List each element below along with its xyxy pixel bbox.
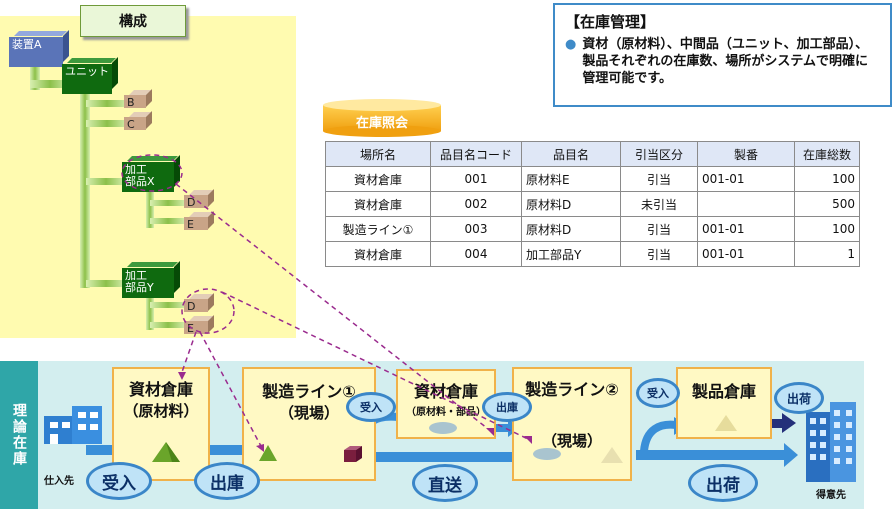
bom-node-d1: D [184, 190, 214, 208]
col-header: 製番 [698, 142, 795, 167]
inventory-table: 場所名 品目名コード 品目名 引当区分 製番 在庫総数 資材倉庫 001 原材料… [325, 141, 860, 267]
cell: 資材倉庫 [326, 192, 431, 217]
table-row[interactable]: 製造ライン① 003 原材料D 引当 001-01 100 [326, 217, 860, 242]
bom-stem [86, 178, 126, 185]
cell: 100 [795, 167, 860, 192]
info-box: 【在庫管理】 ● 資材（原材料）、中間品（ユニット、加工部品）、製品それぞれの在… [553, 3, 892, 107]
issue-badge: 出庫 [194, 462, 260, 500]
col-header: 場所名 [326, 142, 431, 167]
table-header-row: 場所名 品目名コード 品目名 引当区分 製番 在庫総数 [326, 142, 860, 167]
stage-title: 製造ライン② [514, 379, 630, 401]
material-pile-icon [258, 444, 278, 462]
inventory-title: 在庫照会 [322, 112, 442, 131]
bom-stem [86, 280, 126, 287]
bom-node-d2: D [184, 294, 214, 312]
part-disc-icon [532, 446, 562, 462]
ship-badge: 出荷 [688, 464, 758, 502]
bom-node-c: C [124, 112, 152, 130]
cell: 004 [431, 242, 522, 267]
stage-title: 資材倉庫 [114, 379, 208, 401]
bom-stem [150, 200, 186, 206]
bullet-icon: ● [565, 36, 576, 87]
table-row[interactable]: 資材倉庫 004 加工部品Y 引当 001-01 1 [326, 242, 860, 267]
bom-stem [150, 322, 186, 328]
cell: 引当 [621, 167, 698, 192]
material-pile-icon [150, 440, 182, 464]
issue-small-badge: 出庫 [482, 392, 532, 422]
cell: 製造ライン① [326, 217, 431, 242]
bom-node-e2: E [184, 316, 214, 334]
cell: 未引当 [621, 192, 698, 217]
bom-node-sub-y: 加工部品Y [122, 262, 180, 298]
stage-subtitle: （原材料・部品） [398, 403, 494, 418]
col-header: 品目名 [522, 142, 621, 167]
table-row[interactable]: 資材倉庫 001 原材料E 引当 001-01 100 [326, 167, 860, 192]
bom-node-e1: E [184, 212, 214, 230]
bom-node-unit: ユニット [62, 58, 118, 94]
col-header: 品目名コード [431, 142, 522, 167]
bom-stem [86, 120, 128, 127]
stage-title: 製品倉庫 [678, 381, 770, 403]
bom-stem [86, 100, 128, 107]
info-text: 資材（原材料）、中間品（ユニット、加工部品）、製品それぞれの在庫数、場所がシステ… [582, 36, 880, 87]
col-header: 引当区分 [621, 142, 698, 167]
cell: 原材料D [522, 192, 621, 217]
stage-title: 資材倉庫 [398, 381, 494, 403]
cell [698, 192, 795, 217]
cell: 1 [795, 242, 860, 267]
info-heading: 【在庫管理】 [565, 11, 880, 32]
cell: 資材倉庫 [326, 242, 431, 267]
cell: 原材料D [522, 217, 621, 242]
receive-small-badge: 受入 [346, 392, 396, 422]
stage-subtitle: （原材料） [114, 401, 208, 421]
direct-delivery-badge: 直送 [412, 464, 478, 502]
bom-node-device-a: 装置A [9, 31, 69, 67]
product-pile-icon [600, 446, 624, 464]
receive-badge: 受入 [86, 462, 152, 500]
cell: 原材料E [522, 167, 621, 192]
cell: 001-01 [698, 242, 795, 267]
bom-node-b: B [124, 90, 152, 108]
table-row[interactable]: 資材倉庫 002 原材料D 未引当 500 [326, 192, 860, 217]
cell: 001-01 [698, 167, 795, 192]
ship-small-badge: 出荷 [774, 382, 824, 414]
bom-stem [150, 218, 186, 224]
bom-stem [150, 302, 186, 308]
cell: 500 [795, 192, 860, 217]
col-header: 在庫総数 [795, 142, 860, 167]
product-pile-icon [714, 414, 738, 432]
cell: 引当 [621, 242, 698, 267]
cell: 100 [795, 217, 860, 242]
cell: 引当 [621, 217, 698, 242]
cell: 資材倉庫 [326, 167, 431, 192]
cell: 001-01 [698, 217, 795, 242]
cell: 加工部品Y [522, 242, 621, 267]
bom-node-sub-x: 加工部品X [122, 156, 180, 192]
bom-title: 構成 [80, 5, 186, 37]
part-disc-icon [428, 420, 458, 436]
cell: 001 [431, 167, 522, 192]
part-box-icon [342, 444, 364, 464]
cell: 002 [431, 192, 522, 217]
cell: 003 [431, 217, 522, 242]
receive-small-badge: 受入 [636, 378, 680, 408]
